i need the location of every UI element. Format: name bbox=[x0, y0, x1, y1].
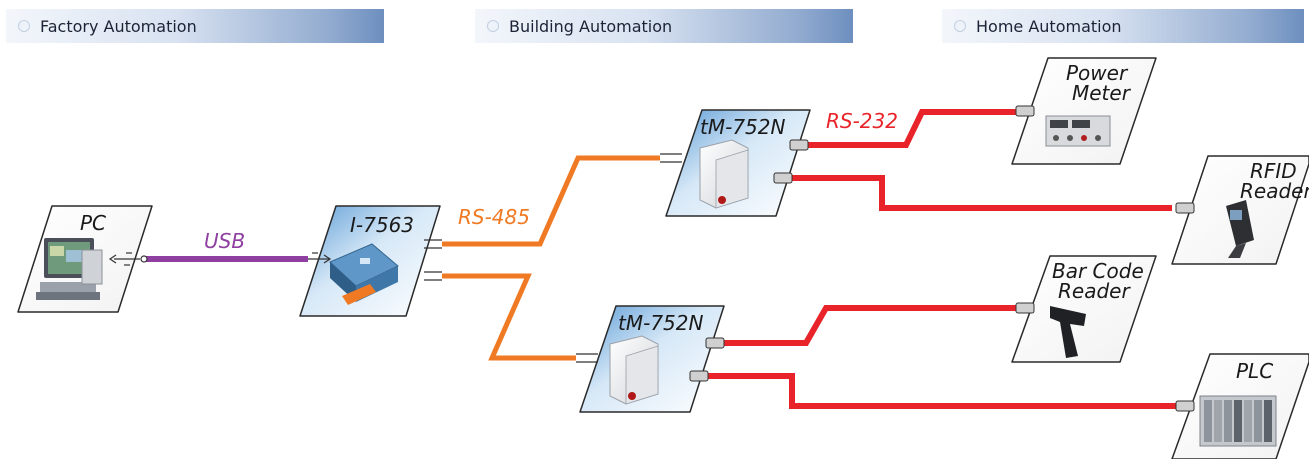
terminal-connector-icon bbox=[660, 153, 682, 163]
bullet-icon bbox=[18, 20, 30, 32]
converter-module-icon bbox=[329, 243, 399, 305]
pc-card[interactable]: PC bbox=[17, 205, 153, 313]
usb-plug-icon-converter bbox=[308, 252, 332, 264]
usb-plug-icon bbox=[108, 252, 148, 266]
pc-icon bbox=[36, 238, 103, 300]
barcode-reader-card[interactable]: Bar Code Reader bbox=[1011, 255, 1157, 363]
serial-connector-icon bbox=[1175, 400, 1195, 412]
rs485-label: RS-485 bbox=[458, 205, 530, 229]
tab-home-automation[interactable]: Home Automation bbox=[942, 9, 1304, 43]
rs232-cable-plc bbox=[708, 373, 1178, 409]
tab-factory-automation[interactable]: Factory Automation bbox=[6, 9, 384, 43]
tab-label: Home Automation bbox=[976, 16, 1122, 36]
rfid-scanner-icon bbox=[1226, 200, 1254, 258]
rs232-cable-power-meter bbox=[808, 109, 1016, 148]
server-top-card[interactable]: tM-752N bbox=[660, 109, 811, 217]
rs485-cable-top bbox=[442, 155, 660, 247]
tab-building-automation[interactable]: Building Automation bbox=[475, 9, 853, 43]
serial-connector-icon bbox=[1175, 202, 1195, 214]
terminal-connector-icon bbox=[576, 353, 598, 363]
rfid-label-2: Reader bbox=[1240, 179, 1309, 203]
terminal-connector-icon bbox=[424, 239, 442, 281]
server-bottom-label: tM-752N bbox=[618, 311, 703, 335]
power-meter-icon bbox=[1045, 115, 1111, 147]
serial-connector-icon bbox=[1015, 302, 1035, 314]
plc-icon bbox=[1199, 395, 1277, 447]
tab-label: Factory Automation bbox=[40, 16, 197, 36]
usb-label: USB bbox=[204, 229, 245, 253]
rs485-cable-bottom bbox=[442, 273, 576, 361]
serial-connector-icon bbox=[689, 337, 725, 382]
converter-card[interactable]: I-7563 bbox=[299, 205, 442, 317]
power-meter-label-1: Power bbox=[1066, 61, 1129, 85]
server-bottom-module-icon bbox=[609, 335, 659, 405]
serial-connector-icon bbox=[1015, 105, 1035, 117]
rfid-reader-card[interactable]: RFID Reader bbox=[1171, 155, 1309, 265]
plc-card[interactable]: PLC bbox=[1171, 353, 1309, 459]
server-bottom-card[interactable]: tM-752N bbox=[576, 305, 725, 413]
serial-connector-icon bbox=[773, 139, 809, 184]
rfid-label-1: RFID bbox=[1250, 159, 1297, 183]
barcode-scanner-icon bbox=[1050, 306, 1086, 358]
pc-label: PC bbox=[80, 211, 106, 235]
power-meter-label-2: Meter bbox=[1072, 81, 1132, 105]
server-top-label: tM-752N bbox=[700, 115, 785, 139]
tab-label: Building Automation bbox=[509, 16, 673, 36]
converter-label: I-7563 bbox=[350, 213, 414, 237]
barcode-label-2: Reader bbox=[1058, 279, 1131, 303]
power-meter-card[interactable]: Power Meter bbox=[1011, 57, 1157, 165]
barcode-label-1: Bar Code bbox=[1052, 259, 1144, 283]
rs232-cable-barcode bbox=[724, 305, 1016, 346]
bullet-icon bbox=[954, 20, 966, 32]
bullet-icon bbox=[487, 20, 499, 32]
rs232-cable-rfid bbox=[790, 175, 1172, 211]
rs232-label: RS-232 bbox=[826, 109, 898, 133]
plc-label: PLC bbox=[1236, 359, 1273, 383]
server-top-module-icon bbox=[699, 139, 749, 209]
